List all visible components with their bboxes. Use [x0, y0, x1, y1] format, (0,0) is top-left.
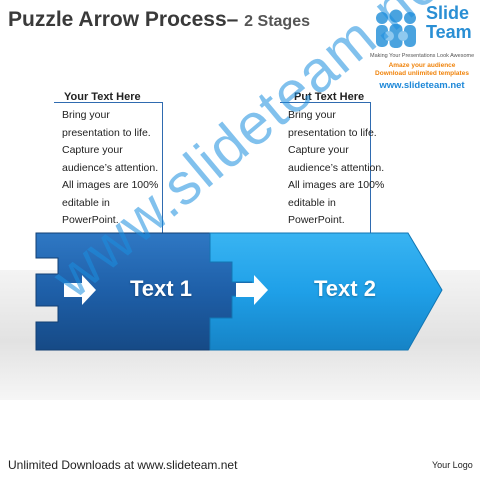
text-box-2-line: Bring your	[288, 109, 336, 121]
text-box-1	[54, 102, 163, 233]
promo-line1: Amaze your audience	[388, 62, 456, 69]
arrow-chevron-1-icon	[64, 275, 96, 305]
logo-tagline: Making Your Presentations Look Awesome	[370, 53, 475, 59]
slide-title: Puzzle Arrow Process– 2 Stages	[8, 8, 310, 32]
arrow-label-2: Text 2	[314, 276, 376, 301]
logo-url: www.slideteam.net	[379, 80, 465, 91]
text-box-1-heading: Your Text Here	[64, 91, 141, 103]
text-box-2-line: All images are 100%	[288, 179, 385, 191]
text-box-1-line: Capture your	[62, 144, 123, 156]
text-box-2-heading: Put Text Here	[294, 91, 365, 103]
logo-brand: Slide Team	[426, 4, 472, 42]
text-box-2-line: presentation to life.	[288, 126, 377, 139]
text-box-2-line: PowerPoint.	[288, 214, 345, 226]
title-separator: –	[226, 8, 239, 31]
text-box-2	[280, 102, 371, 233]
footer-text: Unlimited Downloads at www.slideteam.net	[8, 458, 238, 472]
text-box-1-line: All images are 100%	[62, 179, 159, 191]
text-box-1-line: editable in	[62, 196, 110, 209]
text-box-2-line: Capture your	[288, 144, 349, 156]
slideteam-logo-icon	[376, 9, 416, 48]
arrow-label-1: Text 1	[130, 276, 192, 301]
text-box-1-line: presentation to life.	[62, 126, 151, 139]
logo-brand-line2: Team	[426, 22, 472, 42]
text-box-1-body: Bring your presentation to life. Capture…	[62, 107, 158, 230]
logo-promo: Amaze your audience Download unlimited t…	[372, 62, 472, 78]
logo-brand-line1: Slide	[426, 3, 470, 23]
text-box-1-line: PowerPoint.	[62, 214, 119, 226]
text-box-2-line: audience’s attention.	[288, 161, 385, 174]
promo-line2: Download unlimited templates	[375, 70, 469, 77]
text-box-1-line: audience’s attention.	[62, 161, 159, 174]
text-box-1-line: Bring your	[62, 109, 110, 121]
arrow-chevron-2-icon	[236, 275, 268, 305]
text-box-2-body: Bring your presentation to life. Capture…	[288, 107, 384, 230]
title-text: Puzzle Arrow Process	[8, 8, 227, 31]
title-subtitle: 2 Stages	[244, 13, 310, 30]
your-logo-placeholder: Your Logo	[432, 460, 473, 470]
text-box-2-line: editable in	[288, 196, 336, 209]
puzzle-piece-2	[209, 232, 443, 351]
